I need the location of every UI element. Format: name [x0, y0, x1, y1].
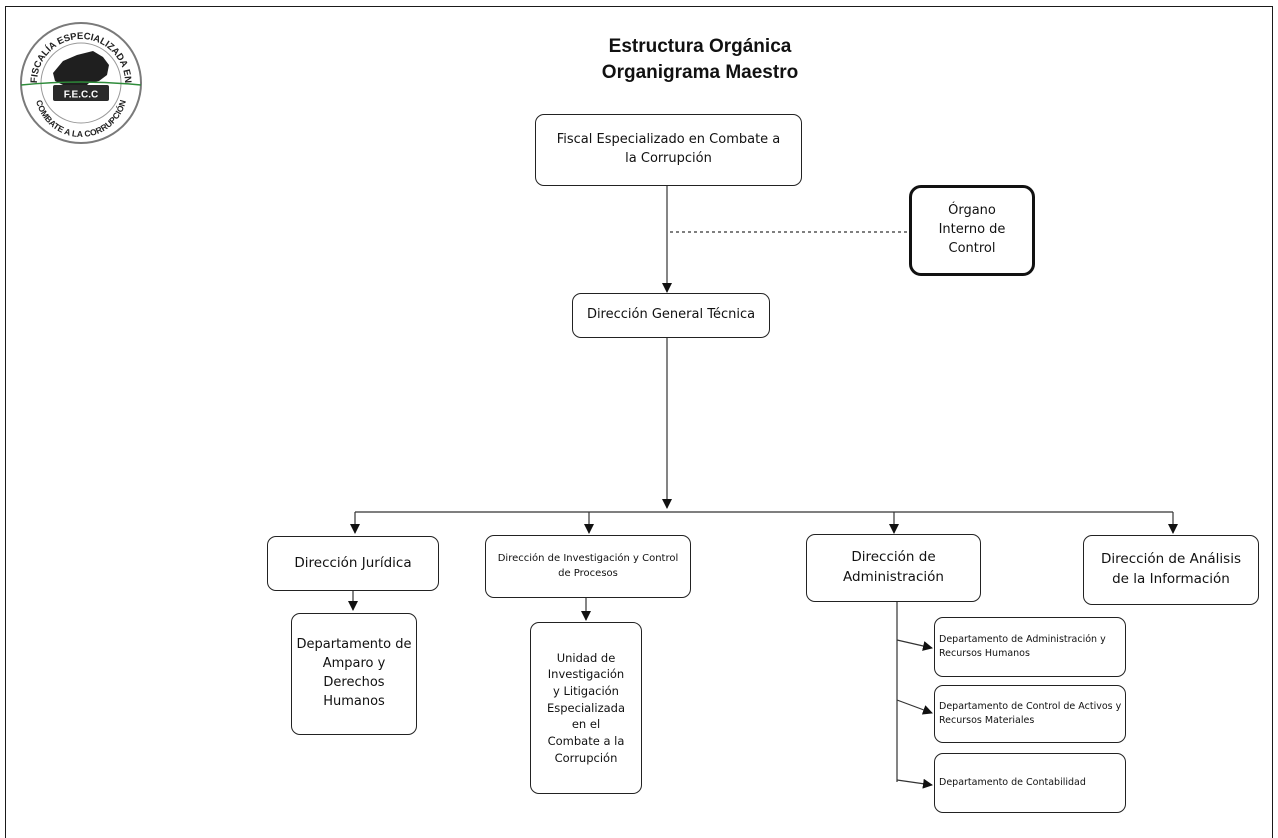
edge-admin-to-rh	[896, 639, 933, 651]
node-juridica: Dirección Jurídica	[267, 536, 439, 591]
page-frame	[5, 6, 1273, 838]
node-depto-activos: Departamento de Control de Activos y Rec…	[934, 685, 1126, 743]
node-investigacion: Dirección de Investigación y Control de …	[485, 535, 691, 598]
node-depto-contabilidad: Departamento de Contabilidad	[934, 753, 1126, 813]
node-fiscal: Fiscal Especializado en Combate a la Cor…	[535, 114, 802, 186]
node-amparo: Departamento de Amparo y Derechos Humano…	[291, 613, 417, 735]
chart-title-line1: Estructura Orgánica	[608, 36, 792, 57]
node-direccion-general: Dirección General Técnica	[572, 293, 770, 338]
map-silhouette-icon	[53, 51, 109, 95]
node-unidad: Unidad de Investigación y Litigación Esp…	[530, 622, 642, 794]
svg-text:F.E.C.C: F.E.C.C	[64, 90, 98, 101]
fecc-seal-logo: FISCALÍA ESPECIALIZADA EN COMBATE A LA C…	[20, 22, 142, 144]
edge-admin-to-contabilidad	[896, 778, 933, 789]
node-depto-admin-rh: Departamento de Administración y Recurso…	[934, 617, 1126, 677]
node-organo-interno: Órgano Interno de Control	[909, 185, 1035, 276]
node-administracion: Dirección de Administración	[806, 534, 981, 602]
chart-title-line2: Organigrama Maestro	[601, 62, 799, 83]
node-analisis: Dirección de Análisis de la Información	[1083, 535, 1259, 605]
edge-admin-to-activos	[896, 699, 933, 715]
